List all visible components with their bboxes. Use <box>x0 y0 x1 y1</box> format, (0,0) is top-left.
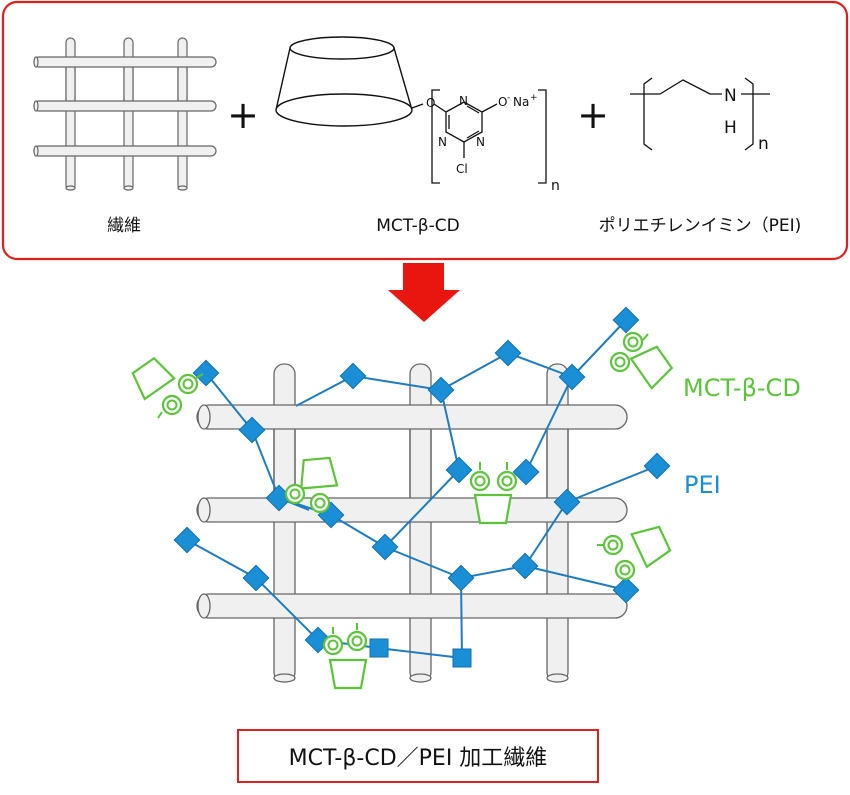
mctcd-group <box>328 658 368 690</box>
triazine-structure <box>431 89 547 184</box>
mctcd-group <box>473 493 513 525</box>
mctcd-label: MCT-β-CD <box>376 216 459 236</box>
fiber-grid <box>196 363 628 683</box>
mctcd-group <box>322 623 368 656</box>
pei-node <box>339 362 367 390</box>
pei-node <box>238 416 266 444</box>
atom-n-top: N <box>459 94 468 108</box>
pei-structure <box>630 77 770 151</box>
mctcd-groups <box>127 331 676 690</box>
mctcd-group <box>127 354 176 401</box>
atom-h-pei: H <box>724 118 737 138</box>
pei-node <box>494 339 522 367</box>
cyclodextrin-cone-icon <box>275 36 424 127</box>
atom-plus: + <box>530 93 538 103</box>
plus-sign-2: + <box>577 93 609 137</box>
pei-node <box>553 488 581 516</box>
pei-node <box>512 458 540 486</box>
atom-o-link: O <box>426 96 435 110</box>
pei-node <box>371 533 399 561</box>
pei-node <box>612 576 640 604</box>
atom-cl: Cl <box>456 162 468 176</box>
plus-sign-1: + <box>227 93 259 137</box>
pei-node <box>427 376 455 404</box>
pei-node <box>173 526 201 554</box>
pei-node <box>192 359 220 387</box>
pei-label: ポリエチレンイミン（PEI) <box>599 216 802 236</box>
result-box: MCT-β-CD／PEI 加工繊維 <box>237 729 599 783</box>
fiber-label: 繊維 <box>107 216 141 236</box>
mctcd-group <box>630 521 674 568</box>
atom-minus: - <box>507 93 510 103</box>
mctcd-group <box>597 534 636 581</box>
pei-node <box>612 306 640 334</box>
mctcd-group <box>297 456 339 490</box>
repeat-n-2: n <box>758 134 769 154</box>
mctcd-group <box>157 373 204 419</box>
pei-node <box>558 363 586 391</box>
pei-node <box>452 648 472 668</box>
pei-node <box>447 564 475 592</box>
atom-o-minus: O <box>498 95 507 109</box>
result-label: MCT-β-CD／PEI 加工繊維 <box>288 746 548 771</box>
repeat-n-1: n <box>551 178 560 194</box>
pei-node <box>369 638 389 658</box>
legend-mctcd: MCT-β-CD <box>683 374 801 402</box>
pei-node <box>511 552 539 580</box>
atom-na: Na <box>513 95 529 109</box>
mctcd-group <box>609 331 649 373</box>
atom-n-pei: N <box>724 86 737 106</box>
mctcd-group <box>469 462 518 492</box>
fiber-mesh-icon <box>33 37 217 191</box>
down-arrow <box>388 263 460 322</box>
atom-n-left: N <box>438 135 447 149</box>
legend-pei: PEI <box>684 471 721 499</box>
pei-node <box>242 564 270 592</box>
pei-node <box>643 452 671 480</box>
atom-n-bottom: N <box>476 135 485 149</box>
pei-node <box>445 456 473 484</box>
